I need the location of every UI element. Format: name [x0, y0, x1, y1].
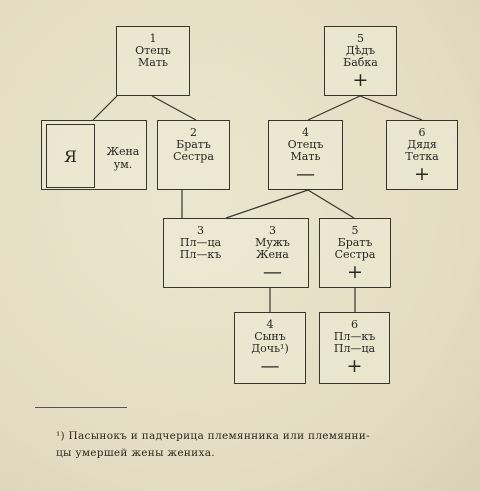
- box-line-1: Пл—ца: [179, 236, 222, 249]
- box-nephew-niece: 6 Пл—къ Пл—ца +: [319, 312, 390, 384]
- footnote: ¹) Пасынокъ и падчерица племянника или п…: [56, 428, 456, 462]
- box-symbol: +: [347, 261, 363, 283]
- box-son-daughter: 4 Сынъ Дочь¹) —: [234, 312, 306, 384]
- box-line-1: Мужъ: [255, 236, 290, 249]
- box-number: 6: [351, 318, 358, 331]
- footnote-rule: [35, 407, 127, 408]
- cell-stepdaughter-stepson: 3 Пл—ца Пл—къ: [164, 219, 237, 287]
- box-wife-father-mother: 4 Отецъ Мать —: [268, 120, 343, 190]
- box-line-1: Братъ: [176, 138, 211, 151]
- box-line-1: Дядя: [407, 138, 437, 151]
- wife-label: Жена ум.: [98, 145, 148, 171]
- box-symbol: —: [260, 355, 280, 377]
- box-line-2: Дочь¹): [251, 342, 289, 355]
- box-brother-sister: 2 Братъ Сестра: [157, 120, 230, 190]
- box-line-2: Бабка: [343, 56, 378, 69]
- box-middle-row-wide: 3 Пл—ца Пл—къ 3 Мужъ Жена —: [163, 218, 309, 288]
- box-symbol: —: [263, 261, 282, 283]
- box-line-2: Мать: [290, 150, 321, 163]
- box-line-2: Пл—къ: [179, 248, 222, 261]
- box-line-1: Пл—къ: [333, 330, 376, 343]
- box-line-1: Жена: [106, 145, 140, 158]
- self-marker: Я: [46, 124, 95, 188]
- box-line-2: ум.: [113, 158, 133, 171]
- box-line-2: Жена: [256, 248, 289, 261]
- box-symbol: +: [346, 355, 363, 377]
- box-self-wife: Я Жена ум.: [41, 120, 147, 190]
- box-line-1: Отецъ: [287, 138, 324, 151]
- box-wife-brother-sister: 5 Братъ Сестра +: [319, 218, 391, 288]
- box-line-2: Сестра: [173, 150, 214, 163]
- box-line-1: Дѣдъ: [345, 44, 376, 57]
- box-symbol: +: [352, 69, 369, 91]
- box-number: 6: [418, 126, 426, 139]
- box-symbol: —: [296, 163, 315, 185]
- box-line-1: Сынъ: [254, 330, 286, 343]
- box-symbol: +: [414, 163, 430, 185]
- box-number: 5: [351, 224, 359, 237]
- box-number: 5: [357, 32, 364, 45]
- box-number: 4: [266, 318, 274, 331]
- box-uncle-aunt: 6 Дядя Тетка +: [386, 120, 458, 190]
- footnote-line-1: ¹) Пасынокъ и падчерица племянника или п…: [56, 430, 370, 442]
- box-grandfather-grandmother: 5 Дѣдъ Бабка +: [324, 26, 397, 96]
- footnote-line-2: цы умершей жены жениха.: [56, 447, 215, 459]
- box-line-1: Отецъ: [135, 44, 171, 57]
- box-line-2: Тетка: [405, 150, 439, 163]
- box-number: 1: [149, 32, 157, 45]
- box-line-2: Пл—ца: [333, 342, 376, 355]
- box-line-1: Братъ: [337, 236, 373, 249]
- box-line-2: Мать: [138, 56, 168, 69]
- box-number: 3: [197, 224, 204, 237]
- box-number: 4: [302, 126, 309, 139]
- box-number: 2: [190, 126, 197, 139]
- box-line-2: Сестра: [334, 248, 376, 261]
- box-number: 3: [269, 224, 276, 237]
- cell-husband-wife: 3 Мужъ Жена —: [237, 219, 308, 287]
- box-father-mother: 1 Отецъ Мать: [116, 26, 190, 96]
